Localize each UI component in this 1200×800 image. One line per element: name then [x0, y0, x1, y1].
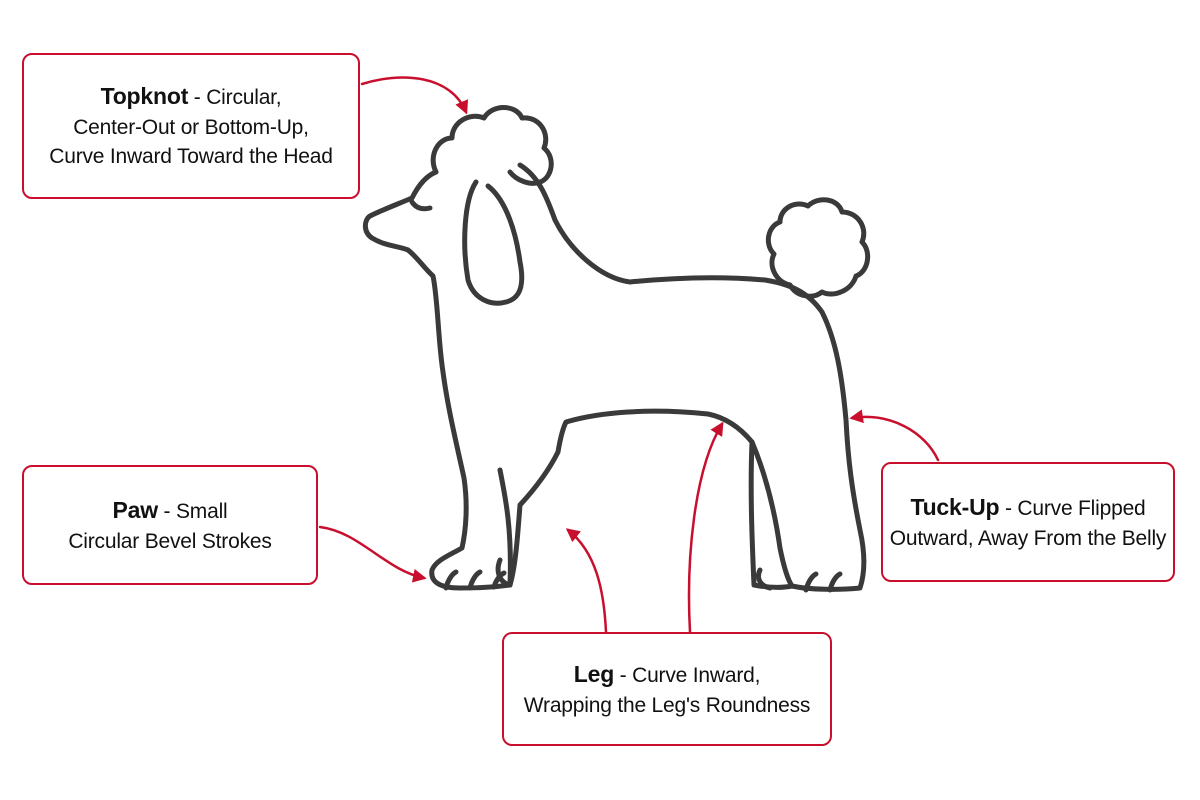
callout-topknot: Topknot - Circular, Center-Out or Bottom… — [22, 53, 360, 199]
callout-topknot-line-1: Topknot - Circular, — [101, 80, 282, 113]
callout-paw-term: Paw — [112, 496, 158, 523]
callout-leg: Leg - Curve Inward, Wrapping the Leg's R… — [502, 632, 832, 746]
callout-topknot-separator: - — [188, 85, 207, 109]
arrow-paw — [318, 525, 427, 583]
callout-topknot-term: Topknot — [100, 82, 189, 109]
arrow-tuckup — [849, 409, 940, 462]
callout-leg-separator: - — [614, 663, 633, 687]
callout-tuckup-text-1: Curve Flipped — [1017, 496, 1146, 520]
poodle-body-outline — [362, 162, 867, 592]
callout-paw-text-2: Circular Bevel Strokes — [68, 529, 272, 553]
callout-arrows — [318, 76, 940, 634]
callout-tuckup-separator: - — [999, 496, 1018, 520]
callout-tuckup: Tuck-Up - Curve Flipped Outward, Away Fr… — [881, 462, 1175, 582]
poodle-front-paw-inner — [495, 557, 513, 588]
callout-topknot-text-3: Curve Inward Toward the Head — [49, 145, 333, 169]
callout-topknot-text-2: Center-Out or Bottom-Up, — [73, 115, 309, 139]
callout-leg-term: Leg — [573, 660, 615, 687]
poodle-inner-front-leg — [497, 467, 513, 588]
callout-topknot-text-1: Circular, — [206, 85, 282, 109]
callout-paw-text-1: Small — [175, 499, 228, 523]
poodle-eye — [409, 199, 433, 212]
callout-leg-text-2: Wrapping the Leg's Roundness — [523, 693, 811, 717]
poodle-tail-pom — [765, 197, 871, 299]
callout-paw-separator: - — [157, 499, 176, 523]
poodle-rear-paw-toes — [803, 571, 843, 593]
poodle-inner-rear-leg — [748, 439, 795, 590]
poodle-illustration — [362, 105, 871, 593]
arrow-leg-left — [565, 528, 608, 634]
callout-tuckup-term: Tuck-Up — [910, 493, 1000, 520]
callout-paw-line-1: Paw - Small — [112, 494, 227, 527]
poodle-topknot — [430, 105, 554, 186]
arrow-topknot — [360, 76, 469, 115]
callout-paw: Paw - Small Circular Bevel Strokes — [22, 465, 318, 585]
poodle-ear — [462, 179, 525, 306]
callout-tuckup-line-1: Tuck-Up - Curve Flipped — [910, 491, 1145, 524]
callout-leg-text-1: Curve Inward, — [632, 663, 761, 687]
poodle-rear-paw-inner — [755, 567, 773, 591]
arrow-leg-right — [687, 421, 724, 634]
callout-leg-line-1: Leg - Curve Inward, — [573, 658, 761, 691]
callout-tuckup-text-2: Outward, Away From the Belly — [889, 526, 1167, 550]
